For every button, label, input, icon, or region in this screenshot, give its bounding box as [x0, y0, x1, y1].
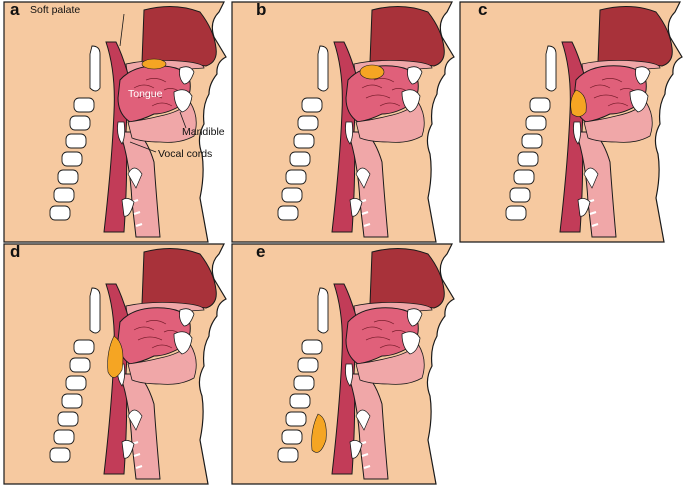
- bolus-e: [311, 413, 327, 453]
- panel-letter-e: e: [256, 242, 266, 261]
- panel-e: e: [230, 242, 462, 486]
- head-diagram-b: [230, 0, 456, 244]
- label-soft-palate: Soft palate: [30, 4, 81, 16]
- head-diagram-c: [458, 0, 684, 244]
- leader-mandible: [179, 111, 187, 129]
- panel-letter-a: a: [10, 0, 20, 19]
- label-tongue: Tongue: [128, 88, 163, 100]
- leader-vocal-cords: [129, 141, 157, 153]
- bolus-d: [107, 335, 124, 378]
- label-mandible: Mandible: [182, 126, 225, 138]
- bolus-a: [141, 58, 167, 70]
- panel-letter-b: b: [256, 0, 267, 19]
- leader-soft-palate: [119, 13, 125, 47]
- panel-letter-c: c: [478, 0, 488, 19]
- bolus-c: [570, 89, 587, 117]
- panel-letter-d: d: [10, 242, 21, 261]
- panel-b: b: [230, 0, 462, 244]
- panel-a: a Soft palate Tongue Mandible Vocal cord…: [2, 0, 234, 244]
- head-diagram-e: [230, 242, 456, 486]
- label-vocal-cords: Vocal cords: [158, 148, 213, 160]
- panel-d: d: [2, 242, 234, 486]
- head-diagram-d: [2, 242, 228, 486]
- bolus-b: [359, 64, 385, 80]
- head-diagram-a: [2, 0, 228, 244]
- panel-c: c: [458, 0, 685, 244]
